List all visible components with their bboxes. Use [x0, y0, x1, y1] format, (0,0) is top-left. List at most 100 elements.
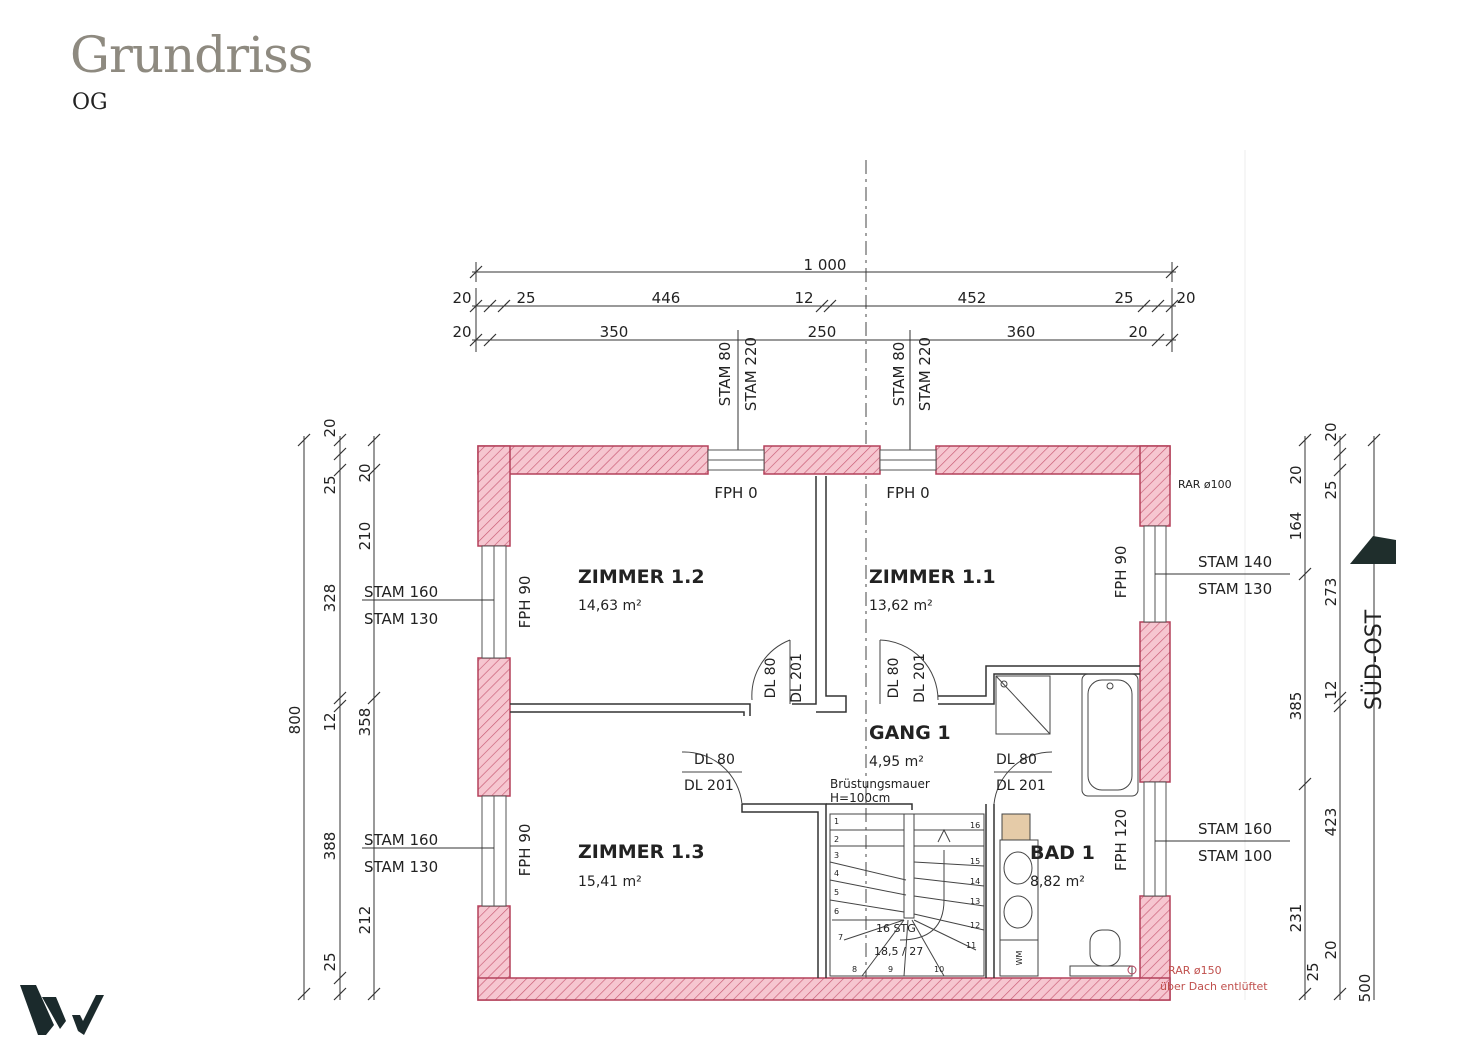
window-left-upper-fph: FPH 90: [516, 576, 534, 629]
dim-left-o2: 328: [321, 584, 339, 613]
dim-left-o4: 388: [321, 832, 339, 861]
window-right-upper-fph: FPH 90: [1112, 546, 1130, 599]
dim-left-i0: 20: [356, 463, 374, 482]
dim-left-i2: 358: [356, 708, 374, 737]
dim-top-2-3: 12: [794, 289, 813, 307]
door-1-width: DL 80: [763, 658, 779, 699]
dim-right-o3: 231: [1287, 904, 1305, 933]
company-logo: [20, 985, 104, 1035]
stair-number: 3: [834, 851, 839, 860]
floor-label: OG: [72, 90, 108, 115]
window-top-left-stam-2: STAM 220: [742, 337, 760, 411]
room-name-zimmer-1-2: ZIMMER 1.2: [578, 566, 705, 588]
dim-top-2-2: 446: [652, 289, 681, 307]
dim-right-i5: 20: [1322, 940, 1340, 959]
door-swings: [681, 639, 1053, 805]
room-name-bad-1: BAD 1: [1030, 842, 1095, 864]
stair-number: 5: [834, 888, 839, 897]
dim-top-2-4: 452: [958, 289, 987, 307]
dim-left-o3: 12: [321, 712, 339, 731]
dim-right-partial: 500: [1356, 974, 1374, 1003]
window-left-upper-stam-2: STAM 130: [364, 610, 438, 628]
room-area-zimmer-1-3: 15,41 m²: [578, 874, 642, 890]
room-name-gang-1: GANG 1: [869, 722, 951, 744]
dim-right-o4: 25: [1304, 962, 1322, 981]
stair-number: 16: [970, 821, 980, 830]
window-left-upper-stam-1: STAM 160: [364, 583, 438, 601]
stair-number: 9: [888, 965, 893, 974]
door-2-height: DL 201: [912, 653, 928, 703]
dim-top-3-0: 20: [452, 323, 471, 341]
room-area-gang-1: 4,95 m²: [869, 754, 924, 770]
stair-number: 12: [970, 921, 980, 930]
door-4-width: DL 80: [996, 752, 1037, 768]
stair-number: 2: [834, 835, 839, 844]
dim-right-i1: 25: [1322, 480, 1340, 499]
stair-number: 6: [834, 907, 839, 916]
dim-total-width: 1 000: [804, 256, 847, 274]
window-right-upper-stam-1: STAM 140: [1198, 553, 1272, 571]
dim-right-o1: 164: [1287, 512, 1305, 541]
dim-top-2-1: 25: [516, 289, 535, 307]
window-top-left-stam-1: STAM 80: [716, 342, 734, 407]
dim-top-2-5: 25: [1114, 289, 1133, 307]
stair-number: 11: [966, 941, 976, 950]
dim-left-o1: 25: [321, 475, 339, 494]
left-dimensions: [297, 433, 381, 1001]
door-3-width: DL 80: [694, 752, 735, 768]
stairs-count: 16 STG: [876, 922, 916, 935]
window-left-lower-stam-2: STAM 130: [364, 858, 438, 876]
stair-number: 13: [970, 897, 980, 906]
dim-right-o0: 20: [1287, 465, 1305, 484]
dim-top-2-6: 20: [1176, 289, 1195, 307]
door-4-height: DL 201: [996, 778, 1046, 794]
room-name-zimmer-1-1: ZIMMER 1.1: [869, 566, 996, 588]
window-right-lower-stam-1: STAM 160: [1198, 820, 1272, 838]
dim-total-height: 800: [286, 706, 304, 735]
dim-top-3-3: 360: [1007, 323, 1036, 341]
washing-machine-label: WM: [1015, 950, 1024, 965]
dim-right-i3: 12: [1322, 680, 1340, 699]
window-top-right-stam-1: STAM 80: [890, 342, 908, 407]
window-right-upper-stam-2: STAM 130: [1198, 580, 1272, 598]
brustung-height: H=100cm: [830, 791, 890, 805]
staircase: [829, 813, 985, 977]
dim-right-i2: 273: [1322, 578, 1340, 607]
interior-walls: [510, 476, 1140, 978]
window-right-lower-fph: FPH 120: [1112, 809, 1130, 871]
dim-left-i3: 212: [356, 906, 374, 935]
brustung-label: Brüstungsmauer: [830, 777, 930, 791]
dim-top-3-1: 350: [600, 323, 629, 341]
window-top-right-stam-2: STAM 220: [916, 337, 934, 411]
window-left-lower-stam-1: STAM 160: [364, 831, 438, 849]
dim-left-i1: 210: [356, 522, 374, 551]
rar-100-label: RAR ø100: [1178, 478, 1232, 491]
top-dimensions: [469, 262, 1179, 470]
stair-number: 7: [838, 933, 843, 942]
stair-number: 14: [970, 877, 980, 886]
room-area-bad-1: 8,82 m²: [1030, 874, 1085, 890]
stairs-ratio: 18,5 / 27: [874, 945, 923, 958]
ventilation-label: über Dach entlüftet: [1160, 980, 1268, 993]
stair-number: 15: [970, 857, 980, 866]
stair-number: 1: [834, 817, 839, 826]
room-area-zimmer-1-1: 13,62 m²: [869, 598, 933, 614]
window-right-lower-stam-2: STAM 100: [1198, 847, 1272, 865]
dim-right-i4: 423: [1322, 808, 1340, 837]
bathroom-fixtures: [995, 673, 1139, 977]
north-arrow-icon: [1350, 536, 1396, 564]
dim-top-3-4: 20: [1128, 323, 1147, 341]
dim-top-2-0: 20: [452, 289, 471, 307]
stair-number: 8: [852, 965, 857, 974]
door-3-height: DL 201: [684, 778, 734, 794]
door-1-height: DL 201: [789, 653, 805, 703]
page-title: Grundriss: [70, 26, 313, 84]
door-2-width: DL 80: [886, 658, 902, 699]
dim-right-i0: 20: [1322, 422, 1340, 441]
right-dimensions: [1298, 433, 1381, 1001]
window-left-lower-fph: FPH 90: [516, 824, 534, 877]
windows: [481, 449, 1167, 907]
window-leaders: [362, 573, 1290, 849]
room-name-zimmer-1-3: ZIMMER 1.3: [578, 841, 705, 863]
